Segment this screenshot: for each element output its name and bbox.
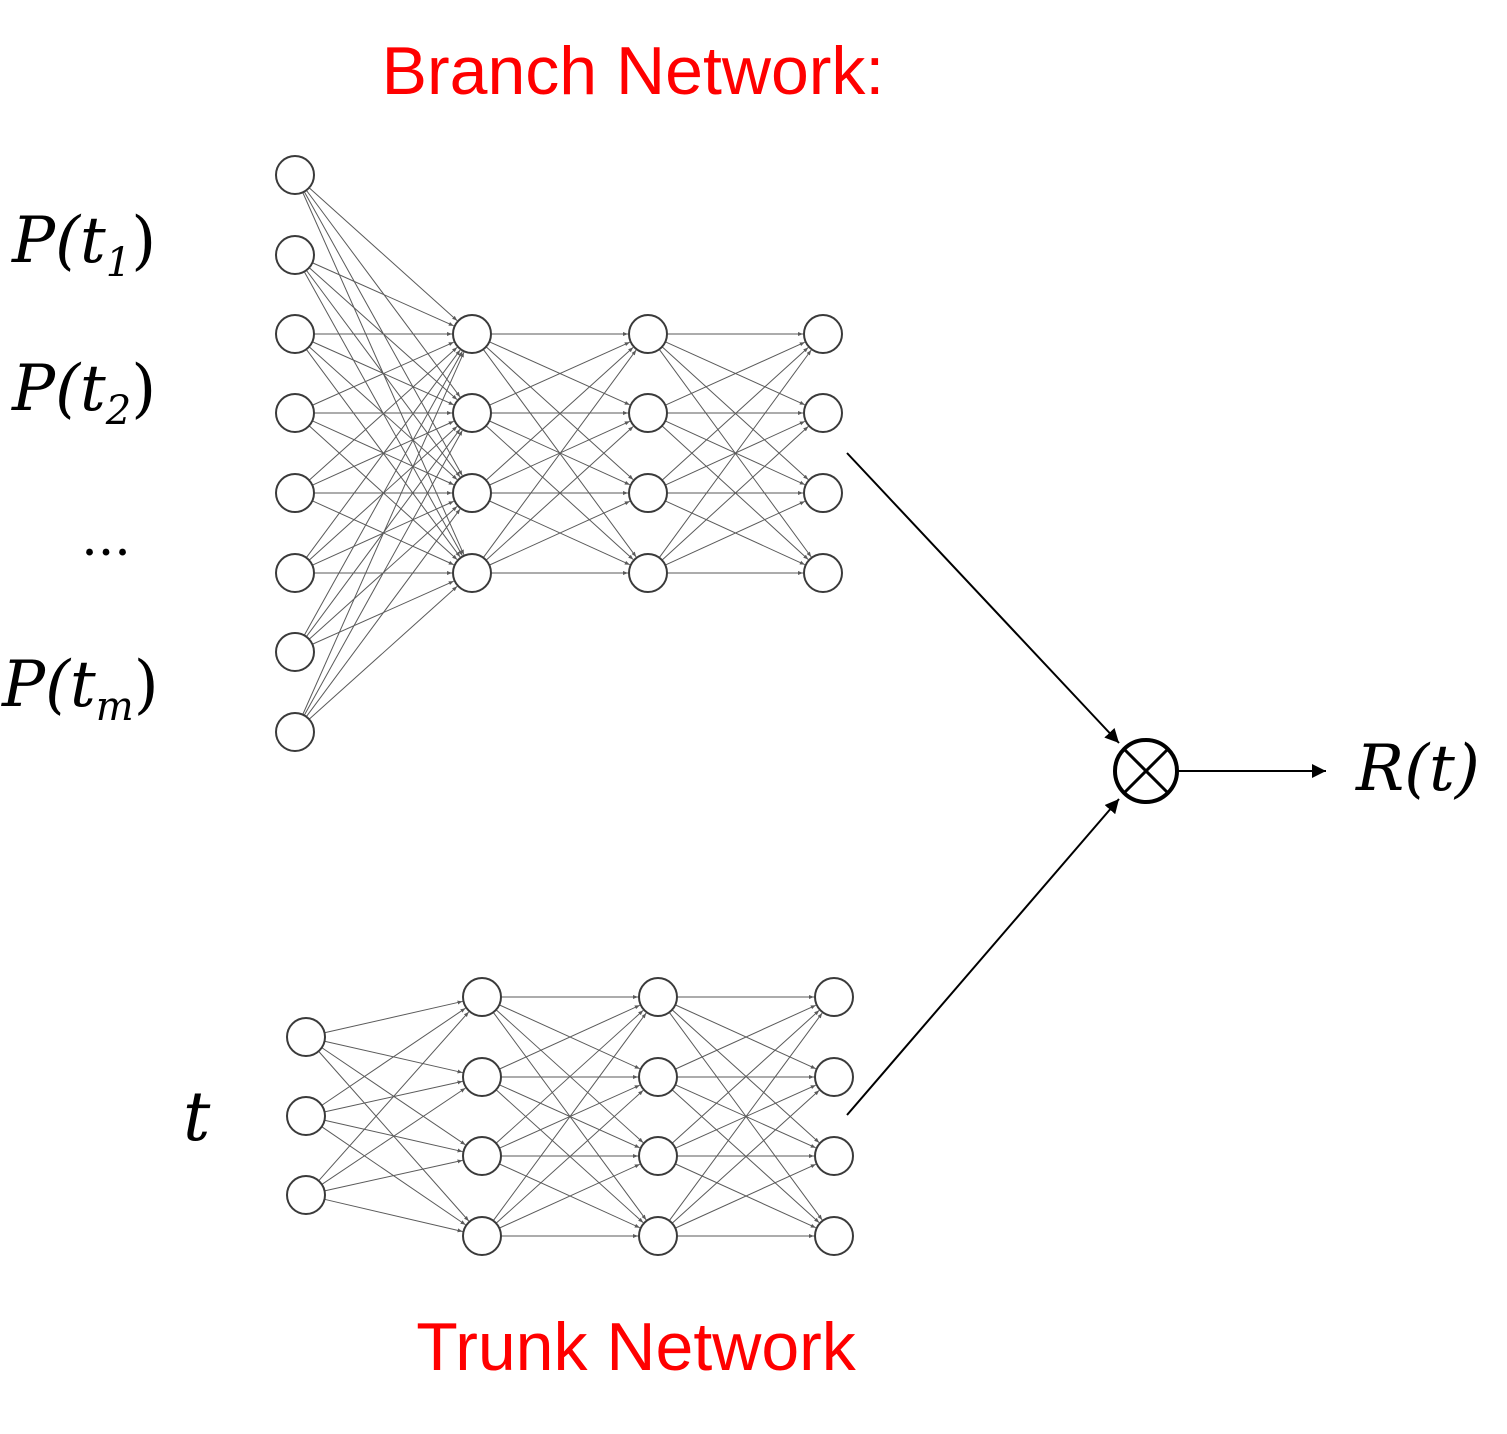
trunk-node-l2-1	[462, 977, 502, 1017]
trunk-node-l1-2	[286, 1096, 326, 1136]
branch-node-l1-6	[275, 553, 315, 593]
branch-network-title: Branch Network:	[382, 33, 885, 109]
branch-node-l2-3	[452, 473, 492, 513]
trunk-node-l1-1	[286, 1017, 326, 1057]
trunk-edge	[668, 1012, 823, 1221]
trunk-node-l4-1	[814, 977, 854, 1017]
trunk-network-nodes	[286, 977, 854, 1256]
product-operator-icon	[1113, 738, 1179, 804]
trunk-edge	[321, 1007, 466, 1106]
trunk-edge	[671, 1090, 820, 1224]
trunk-edge	[499, 1004, 640, 1070]
branch-edge	[489, 420, 630, 486]
branch-node-l4-1	[803, 314, 843, 354]
trunk-node-l4-3	[814, 1136, 854, 1176]
trunk-edge	[321, 1087, 466, 1185]
trunk-edge	[324, 1000, 463, 1034]
branch-edge	[661, 426, 809, 561]
branch-node-l1-3	[275, 314, 315, 354]
trunk-node-l4-2	[814, 1057, 854, 1097]
branch-edge	[665, 341, 805, 406]
branch-edge	[305, 189, 461, 398]
branch-edge	[308, 187, 458, 322]
trunk-node-l2-3	[462, 1136, 502, 1176]
branch-edge	[489, 500, 630, 566]
trunk-edge	[492, 1012, 647, 1221]
branch-input-label-2: P(t2)	[11, 352, 156, 434]
branch-node-l3-3	[628, 473, 668, 513]
trunk-edge	[318, 1011, 470, 1182]
branch-node-l1-5	[275, 473, 315, 513]
branch-input-ellipsis: ...	[81, 508, 131, 568]
branch-edge	[302, 352, 465, 715]
trunk-node-l4-4	[814, 1216, 854, 1256]
branch-network-edges	[302, 187, 812, 720]
branch-node-l2-4	[452, 553, 492, 593]
branch-edge	[658, 349, 812, 558]
trunk-edge	[499, 1163, 640, 1229]
trunk-to-product-arrow	[846, 798, 1120, 1116]
branch-node-l4-3	[803, 473, 843, 513]
branch-edge	[303, 430, 463, 716]
branch-edge	[485, 347, 634, 481]
trunk-node-l3-2	[638, 1057, 678, 1097]
branch-edge	[312, 341, 454, 406]
trunk-edge	[675, 1163, 816, 1229]
branch-edge	[305, 349, 461, 559]
branch-node-l1-8	[275, 712, 315, 752]
trunk-node-l3-4	[638, 1216, 678, 1256]
trunk-network-edges	[318, 995, 823, 1238]
branch-edge	[308, 346, 458, 481]
branch-edge	[489, 341, 630, 406]
branch-to-product-arrow	[846, 452, 1120, 744]
branch-edge	[305, 508, 461, 718]
branch-node-l3-2	[628, 393, 668, 433]
branch-input-label-m: P(tm)	[1, 648, 159, 730]
branch-edge	[303, 351, 463, 636]
trunk-node-l2-4	[462, 1216, 502, 1256]
trunk-node-l1-3	[286, 1175, 326, 1215]
branch-edge	[665, 500, 806, 566]
branch-network-nodes	[275, 155, 843, 752]
branch-node-l2-2	[452, 393, 492, 433]
trunk-edge	[495, 1010, 644, 1144]
branch-edge	[482, 349, 637, 558]
branch-input-label-1: P(t1)	[11, 204, 156, 286]
trunk-edge	[324, 1198, 463, 1233]
trunk-edge	[671, 1010, 820, 1144]
trunk-edge	[324, 1159, 463, 1192]
branch-edge	[312, 420, 454, 486]
branch-node-l3-4	[628, 553, 668, 593]
branch-node-l3-1	[628, 314, 668, 354]
branch-node-l1-7	[275, 632, 315, 672]
branch-node-l2-1	[452, 314, 492, 354]
output-label: R(t)	[1355, 732, 1480, 806]
branch-node-l4-4	[803, 553, 843, 593]
trunk-edge	[495, 1090, 644, 1224]
branch-edge	[665, 420, 806, 486]
branch-node-l1-1	[275, 155, 315, 195]
branch-node-l4-2	[803, 393, 843, 433]
trunk-network-title: Trunk Network	[416, 1309, 857, 1385]
trunk-edge	[675, 1004, 816, 1070]
branch-node-l1-4	[275, 393, 315, 433]
branch-edge	[312, 262, 454, 327]
branch-edge	[485, 426, 634, 561]
trunk-node-l3-3	[638, 1136, 678, 1176]
branch-edge	[661, 347, 809, 481]
trunk-input-label: t	[183, 1078, 211, 1157]
branch-node-l1-2	[275, 235, 315, 275]
trunk-node-l3-1	[638, 977, 678, 1017]
trunk-node-l2-2	[462, 1057, 502, 1097]
branch-edge	[308, 585, 458, 720]
